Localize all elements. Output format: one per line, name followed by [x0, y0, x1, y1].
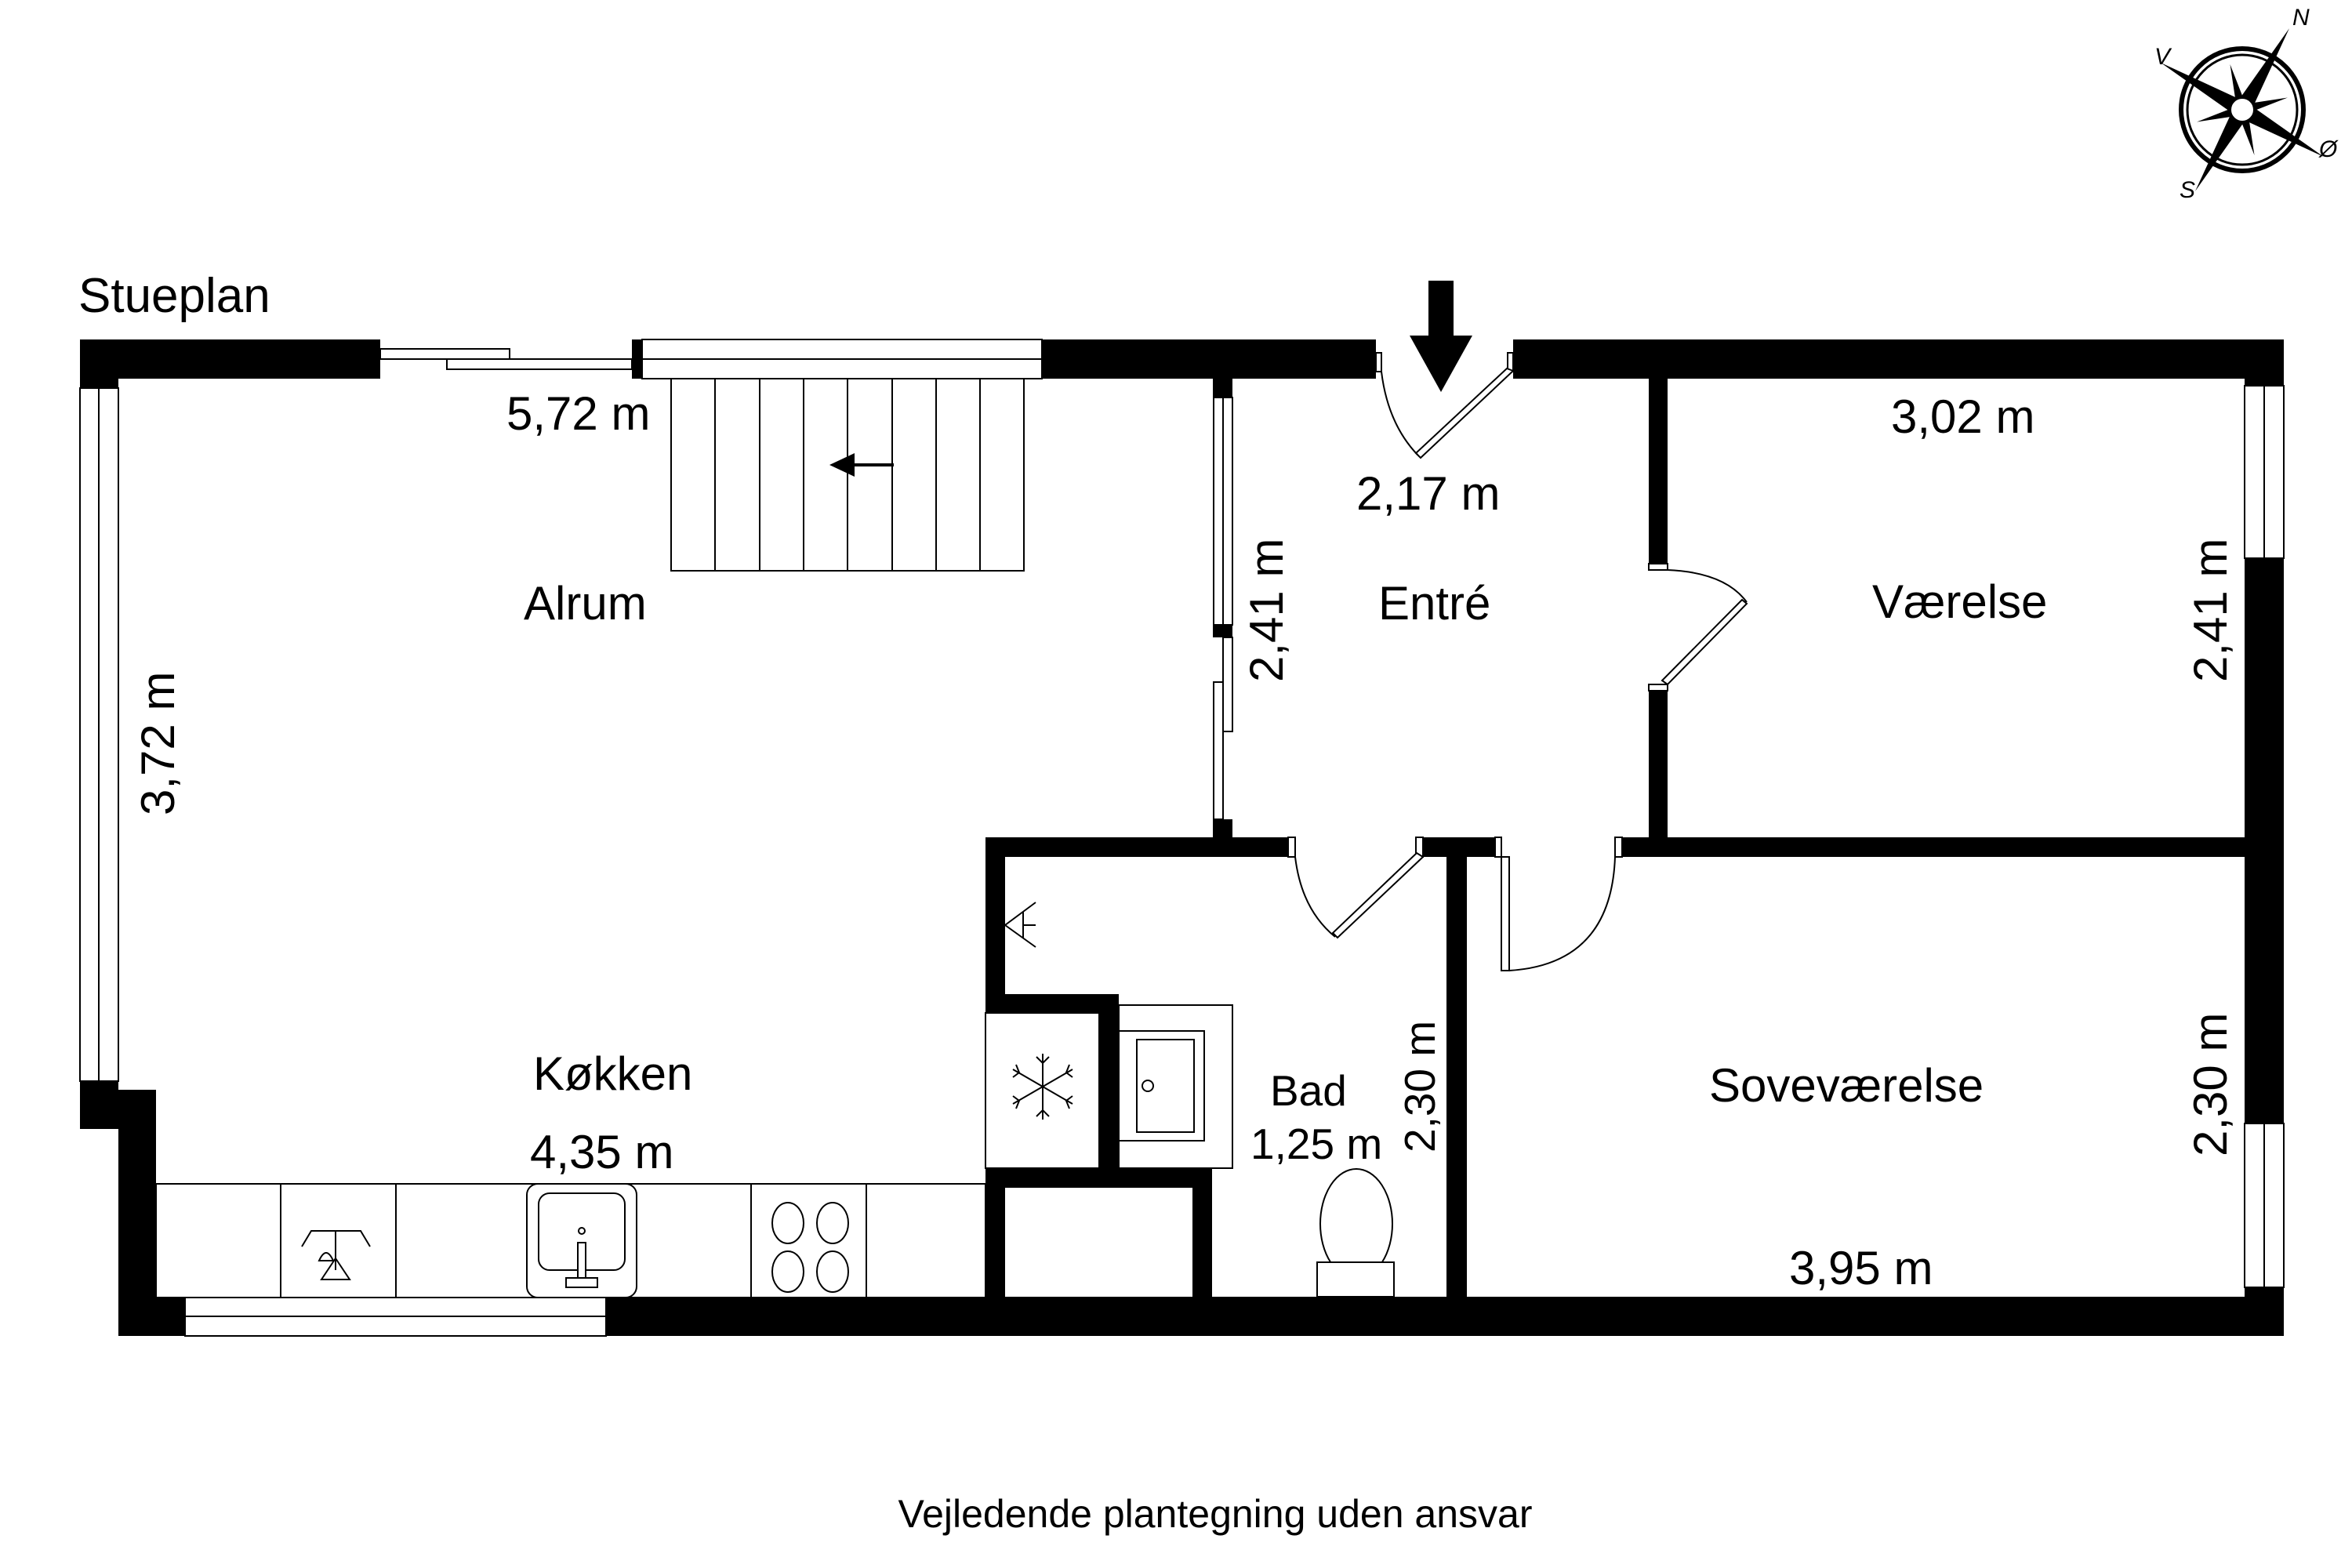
room-kokken: Køkken 4,35 m: [530, 1047, 692, 1178]
room-name: Bad: [1270, 1066, 1347, 1115]
bath-door: [1294, 851, 1425, 939]
compass-west: V: [2154, 44, 2172, 70]
room-width: 3,95 m: [1789, 1242, 1933, 1294]
freezer: [985, 1012, 1100, 1169]
room-vaerelse: Værelse 3,02 m 2,41 m: [1872, 390, 2237, 682]
bath-walls: [985, 837, 1467, 1297]
toilet: [1316, 1168, 1395, 1298]
plan-title: Stueplan: [78, 269, 270, 323]
outer-walls: [80, 339, 2284, 1336]
room-depth: 2,30 m: [2184, 1013, 2237, 1156]
compass-south: S: [2180, 177, 2195, 203]
disclaimer: Vejledende plantegning uden ansvar: [898, 1492, 1532, 1536]
room-name: Værelse: [1872, 575, 2047, 628]
compass-east: Ø: [2318, 136, 2339, 162]
entrance-arrow-icon: [1410, 281, 1472, 392]
shower-head-icon: [1004, 902, 1036, 948]
room-bad: Bad 1,25 m 2,30 m: [1250, 1021, 1444, 1168]
room-width: 1,25 m: [1250, 1120, 1382, 1168]
room-width: 3,02 m: [1891, 390, 2034, 443]
room-name: Køkken: [533, 1047, 692, 1100]
kitchen-counter: [155, 1183, 986, 1298]
room-depth: 2,41 m: [2184, 539, 2237, 682]
room-depth: 2,30 m: [1396, 1021, 1444, 1152]
room-name: Alrum: [524, 577, 647, 630]
stair-direction-arrow-icon: [829, 453, 894, 477]
cooktop-icon: [771, 1202, 849, 1293]
room-depth: 3,72 m: [132, 672, 184, 815]
snowflake-icon: [1012, 1054, 1073, 1120]
partition-alrum-entre: [1213, 379, 1233, 838]
dishwasher-icon: [301, 1230, 371, 1280]
entry-door: [1375, 352, 1515, 459]
middle-wall: [985, 837, 2245, 858]
windows: [79, 339, 2285, 1337]
staircase: [670, 378, 1025, 572]
room-width: 4,35 m: [530, 1126, 673, 1178]
room-alrum: Alrum 5,72 m 3,72 m: [132, 387, 650, 815]
bath-sink: [1118, 1004, 1233, 1169]
kitchen-sink-icon: [526, 1183, 637, 1298]
sliding-door: [374, 339, 633, 379]
room-name: Soveværelse: [1709, 1059, 1984, 1112]
room-name: Entré: [1378, 577, 1490, 630]
room-width: 5,72 m: [506, 387, 650, 440]
room-width: 2,17 m: [1356, 467, 1500, 520]
bedroom-door: [1501, 856, 1616, 971]
room-depth: 2,41 m: [1240, 539, 1293, 682]
compass-north: N: [2292, 5, 2310, 31]
partition-entre-vaerelse: [1648, 379, 1748, 838]
room-entre: Entré 2,17 m 2,41 m: [1240, 467, 1500, 682]
compass-icon: N Ø S V: [2154, 5, 2339, 203]
room-sovevaerelse: Soveværelse 3,95 m 2,30 m: [1709, 1013, 2237, 1294]
